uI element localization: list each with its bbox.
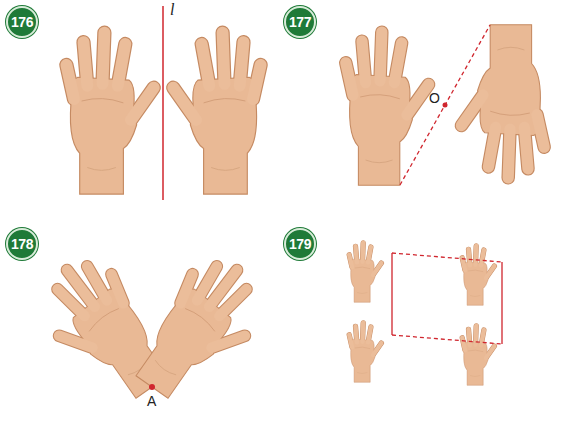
point-label: O xyxy=(429,90,440,106)
left-hand xyxy=(346,32,429,185)
center-point xyxy=(443,103,448,108)
translation-frame xyxy=(392,253,502,344)
dashed-line xyxy=(400,25,490,185)
point-label: A xyxy=(147,393,156,409)
callout-number: 179 xyxy=(289,236,311,252)
number-badge: 176 xyxy=(6,6,38,38)
small-hand xyxy=(349,323,381,383)
left-hand xyxy=(66,33,153,195)
callout-number: 178 xyxy=(11,236,33,252)
callout-number: 176 xyxy=(11,14,33,30)
small-hand xyxy=(462,326,494,386)
number-badge: 177 xyxy=(284,6,316,38)
number-badge: 179 xyxy=(284,228,316,260)
axis-label: l xyxy=(170,1,174,19)
small-hand xyxy=(462,246,494,306)
rotated-hand xyxy=(461,25,544,178)
rotated-hand xyxy=(126,251,273,414)
symmetry-axis xyxy=(162,6,164,200)
mirrored-hand xyxy=(173,33,260,195)
small-hand xyxy=(349,243,381,303)
callout-number: 177 xyxy=(289,14,311,30)
number-badge: 178 xyxy=(6,228,38,260)
center-point xyxy=(149,384,155,390)
